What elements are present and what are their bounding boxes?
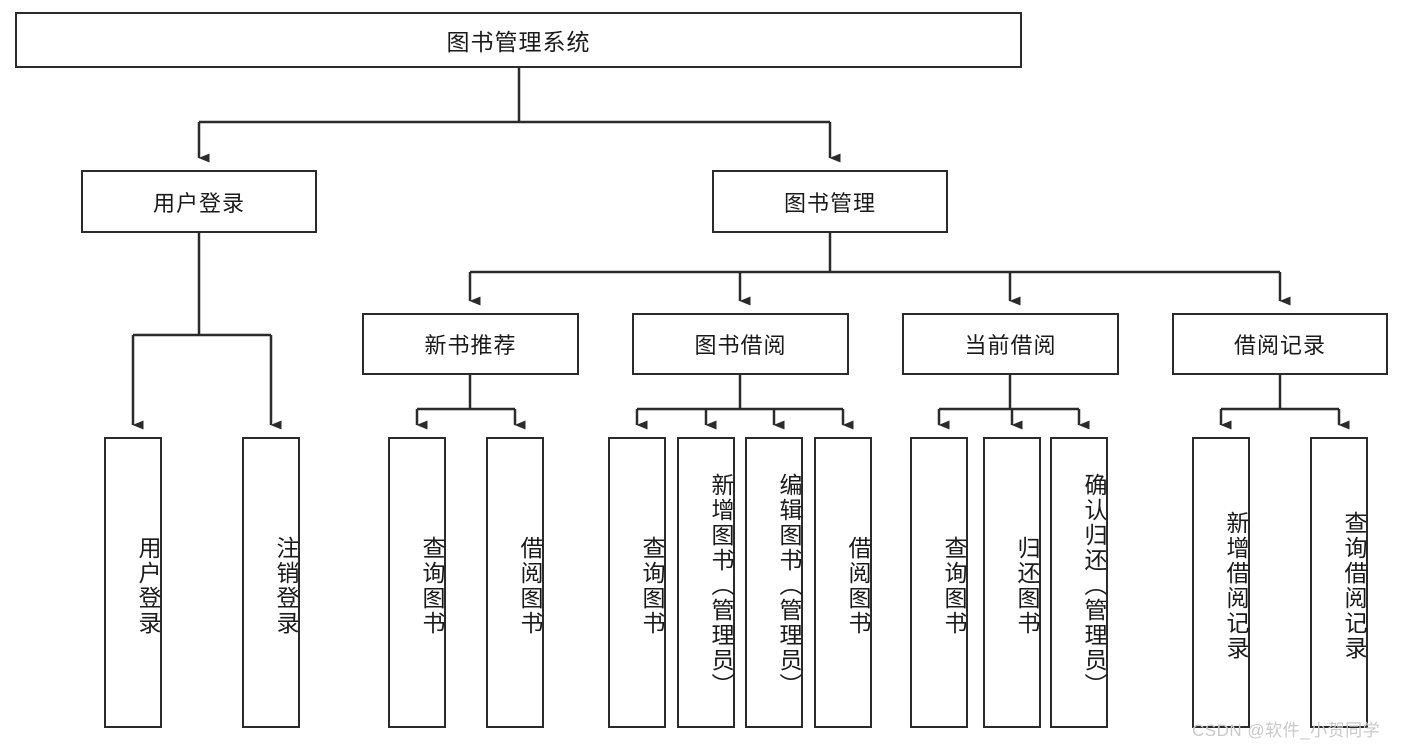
leaf-node[interactable]: 借阅图书 — [814, 437, 872, 728]
node-user-login[interactable]: 用户登录 — [81, 170, 317, 233]
leaf-node[interactable]: 归还图书 — [983, 437, 1041, 728]
leaf-node[interactable]: 查询图书 — [608, 437, 666, 728]
leaf-node[interactable]: 查询借阅记录 — [1310, 437, 1368, 728]
leaf-node[interactable]: 编辑图书（管理员） — [745, 437, 803, 728]
csdn-watermark: CSDN @软件_小贺同学 — [1192, 721, 1381, 740]
node-current-borrow[interactable]: 当前借阅 — [902, 313, 1119, 375]
node-new-book-recommend[interactable]: 新书推荐 — [362, 313, 579, 375]
leaf-node[interactable]: 确认归还（管理员） — [1050, 437, 1108, 728]
node-book-borrow[interactable]: 图书借阅 — [632, 313, 849, 375]
leaf-node[interactable]: 查询图书 — [910, 437, 968, 728]
leaf-node[interactable]: 借阅图书 — [486, 437, 544, 728]
node-borrow-record[interactable]: 借阅记录 — [1172, 313, 1388, 375]
leaf-node[interactable]: 注销登录 — [242, 437, 300, 728]
leaf-node[interactable]: 新增图书（管理员） — [677, 437, 735, 728]
leaf-node[interactable]: 查询图书 — [388, 437, 446, 728]
leaf-node[interactable]: 用户登录 — [104, 437, 162, 728]
node-root[interactable]: 图书管理系统 — [15, 12, 1022, 68]
node-book-management[interactable]: 图书管理 — [712, 170, 948, 233]
leaf-node[interactable]: 新增借阅记录 — [1192, 437, 1250, 728]
